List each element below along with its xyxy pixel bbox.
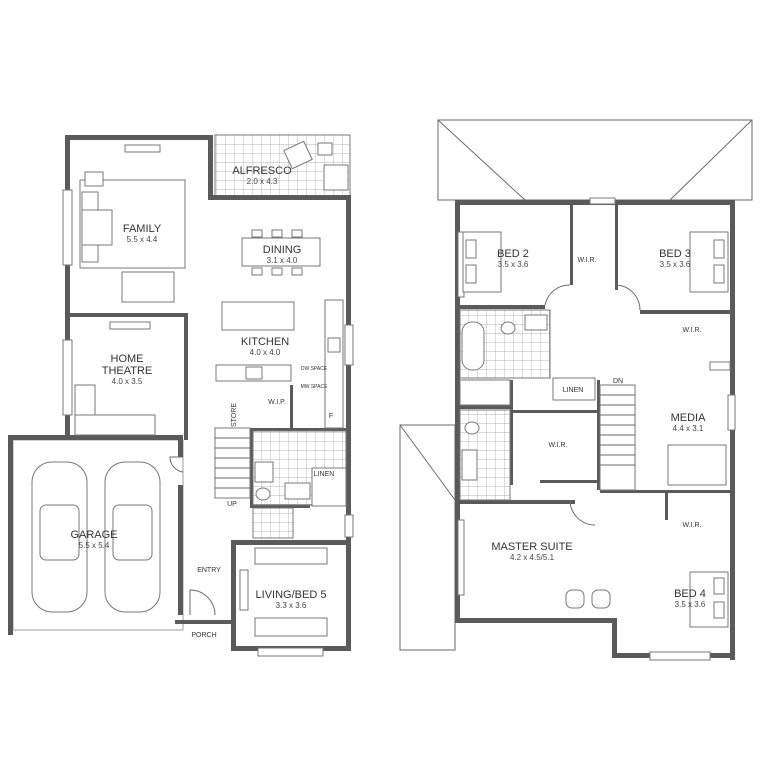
- tv-unit: [109, 321, 151, 330]
- fridge-label: F: [329, 413, 333, 420]
- bed3-door: [614, 284, 641, 311]
- home-theatre-dim: 4.0 x 3.5: [112, 377, 143, 386]
- kitchen-dim: 4.0 x 4.0: [250, 348, 281, 357]
- bath-tub: [461, 321, 485, 371]
- dn-label: DN: [613, 378, 623, 385]
- dining-dim: 3.1 x 4.0: [267, 256, 298, 265]
- washer: [254, 461, 274, 483]
- toilet: [255, 487, 271, 501]
- sink: [327, 337, 341, 353]
- media-label: MEDIA: [671, 412, 707, 424]
- bed3-label: BED 3: [659, 248, 691, 260]
- linen-label: LINEN: [314, 471, 335, 478]
- kitchen-label: KITCHEN: [241, 336, 289, 348]
- bed2-door: [544, 284, 571, 306]
- upper-floor: BED 2 3.5 x 3.6 W.I.R. BED 3 3.5 x 3.6 W…: [399, 119, 753, 661]
- shower: [459, 379, 511, 406]
- media-dim: 4.4 x 3.1: [673, 424, 704, 433]
- coffee-table: [81, 209, 113, 246]
- mw-space-label: MW SPACE: [301, 384, 329, 390]
- garage-dim: 5.5 x 5.4: [79, 541, 110, 550]
- cooktop: [245, 366, 263, 380]
- master-dim: 4.2 x 4.5/5.1: [510, 553, 555, 562]
- powder-tiles: [252, 507, 294, 539]
- ensuite-toilet: [464, 421, 480, 435]
- wir-bed4-label: W.I.R.: [682, 522, 701, 529]
- family-dim: 5.5 x 4.4: [127, 235, 158, 244]
- alfresco-furniture: [283, 140, 349, 191]
- alfresco-dim: 2.0 x 4.3: [247, 177, 278, 186]
- kitchen-island: [221, 301, 295, 331]
- store-label: STORE: [231, 403, 238, 427]
- dw-space-label: DW SPACE: [301, 366, 328, 372]
- living-furniture: [239, 547, 328, 637]
- alfresco-label: ALFRESCO: [232, 165, 292, 177]
- home-theatre-label-2: THEATRE: [102, 365, 153, 377]
- ground-stairs: [214, 427, 251, 499]
- garage-door: [169, 456, 184, 473]
- dining-label: DINING: [263, 244, 302, 256]
- bed2-label: BED 2: [497, 248, 529, 260]
- tv-unit: [709, 361, 731, 371]
- ensuite-vanity: [461, 449, 478, 481]
- bed4-furniture: [689, 571, 729, 628]
- media-furniture: [667, 361, 731, 486]
- laundry-trough: [284, 482, 311, 500]
- ground-windows: [62, 189, 354, 657]
- upper-interior-walls: [460, 205, 730, 520]
- master-label: MASTER SUITE: [491, 541, 572, 553]
- garage-cars: [31, 461, 161, 613]
- wir-bed2-label: W.I.R.: [577, 257, 596, 264]
- living-label: LIVING/BED 5: [256, 589, 327, 601]
- upper-toilet: [500, 321, 516, 335]
- kitchen-fixtures: [215, 299, 344, 429]
- family-furniture: [79, 144, 186, 303]
- bed3-dim: 3.5 x 3.6: [660, 260, 691, 269]
- bed3-furniture: [689, 231, 729, 293]
- bed4-label: BED 4: [674, 588, 706, 600]
- theatre-furniture: [74, 321, 156, 436]
- tv-unit: [124, 144, 161, 153]
- garage-label: GARAGE: [70, 529, 117, 541]
- entry-label: ENTRY: [197, 567, 221, 574]
- master-door: [569, 499, 596, 526]
- upper-linen-label: LINEN: [563, 387, 584, 394]
- bed4-dim: 3.5 x 3.6: [675, 600, 706, 609]
- living-dim: 3.3 x 3.6: [276, 601, 307, 610]
- upper-windows: [457, 197, 736, 661]
- dining-table: [241, 229, 321, 276]
- wir-master-label: W.I.R.: [548, 442, 567, 449]
- up-label: UP: [227, 501, 237, 508]
- bed2-dim: 3.5 x 3.6: [498, 260, 529, 269]
- ground-floor: ALFRESCO 2.0 x 4.3 FAMILY 5.5 x 4.4 DINI…: [8, 134, 354, 657]
- upper-linen: [552, 377, 596, 401]
- wip-label: W.I.P.: [268, 399, 286, 406]
- vanity: [524, 314, 548, 331]
- master-chairs: [565, 589, 611, 609]
- home-theatre-label-1: HOME: [111, 353, 144, 365]
- porch-label: PORCH: [191, 632, 216, 639]
- family-label: FAMILY: [123, 223, 162, 235]
- entry-door: [189, 589, 216, 616]
- ground-interior-walls: [70, 313, 346, 508]
- wir-bed3-label: W.I.R.: [682, 327, 701, 334]
- linen-cupboard: [311, 467, 347, 507]
- upper-stairs: [599, 384, 636, 491]
- bed2-furniture: [462, 231, 502, 293]
